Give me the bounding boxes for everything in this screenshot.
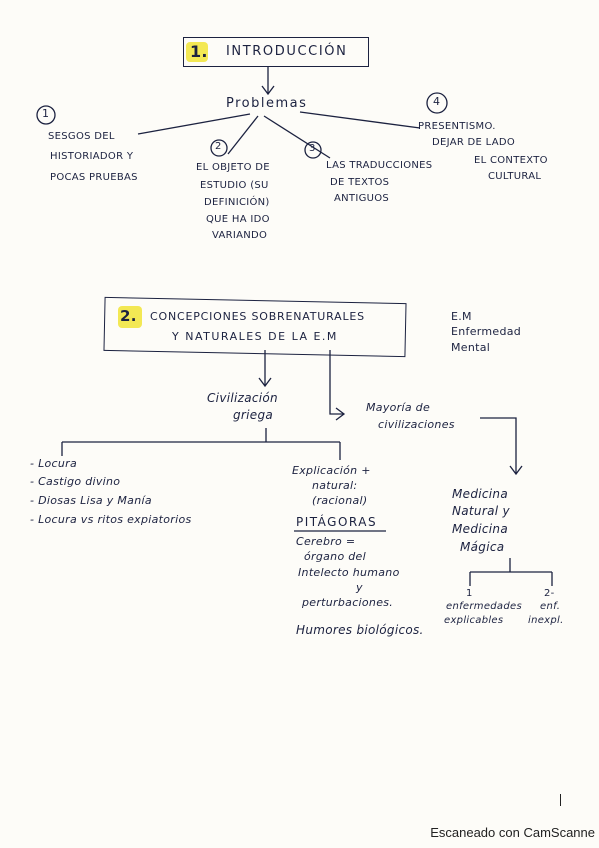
item-4-line: DEJAR DE LADO	[432, 137, 516, 148]
item-3-line: ANTIGUOS	[334, 193, 390, 204]
item-2-line: QUE HA IDO	[206, 214, 270, 225]
item-2-line: DEFINICIÓN)	[204, 197, 270, 208]
item-2-line: ESTUDIO (SU	[200, 180, 269, 191]
item-3-line: LAS TRADUCCIONES	[326, 160, 433, 171]
item-1-line: POCAS PRUEBAS	[50, 172, 138, 183]
section2-number: 2.	[120, 307, 137, 325]
problems-label: Problemas	[226, 96, 308, 111]
greek-left-item: - Diosas Lisa y Manía	[30, 494, 152, 507]
pen-mark	[560, 794, 561, 806]
item-3-number: 3	[309, 143, 316, 154]
greek-left-item: - Locura	[30, 457, 78, 470]
majority-label: Mayoría de	[366, 401, 431, 414]
majority-to-medicine	[480, 417, 517, 474]
arrowhead-medicine	[509, 465, 523, 476]
pitagoras-heading: PITÁGORAS	[296, 515, 378, 529]
highlight-2	[118, 306, 142, 328]
branch-4	[299, 111, 421, 129]
arrowhead-greek	[258, 377, 272, 388]
greek-left-item: - Locura vs ritos expiatorios	[30, 513, 192, 526]
item-4-number: 4	[433, 95, 441, 108]
section2-title-line2: Y NATURALES DE LA E.M	[172, 330, 338, 343]
item-1-number: 1	[42, 107, 50, 120]
item-2-line: EL OBJETO DE	[196, 162, 270, 173]
highlight-1	[186, 42, 208, 62]
pitagoras-line: órgano del	[304, 550, 366, 563]
pitagoras-line: perturbaciones.	[302, 596, 394, 609]
greek-left-item: - Castigo divino	[30, 475, 121, 488]
intro-number: 1.	[190, 42, 208, 61]
item-1-line: HISTORIADOR Y	[50, 151, 134, 162]
med-right-line: inexpl.	[528, 615, 564, 626]
branch-2	[227, 115, 259, 155]
pitagoras-line: Intelecto humano	[298, 566, 400, 579]
circle-2	[210, 139, 228, 157]
explanation-line: Explicación +	[292, 464, 371, 477]
humores: Humores biológicos.	[296, 623, 424, 637]
explanation-line: (racional)	[312, 494, 368, 507]
circle-3	[304, 141, 322, 159]
section2-box	[103, 296, 407, 358]
item-4-line: CULTURAL	[488, 171, 542, 182]
med-left-line: explicables	[444, 615, 504, 626]
section2-title-line1: CONCEPCIONES SOBRENATURALES	[150, 310, 365, 323]
med-right-line: enf.	[540, 601, 561, 612]
item-2-line: VARIANDO	[212, 230, 268, 241]
pitagoras-line: Cerebro =	[296, 535, 356, 548]
arrowhead-intro-problems	[261, 85, 275, 96]
arrow-to-majority	[329, 350, 344, 415]
arrowhead-majority	[335, 407, 346, 421]
pitagoras-line: y	[356, 581, 363, 594]
scanner-watermark: Escaneado con CamScanne	[430, 825, 595, 840]
branch-1	[137, 113, 251, 135]
intro-box	[183, 37, 369, 67]
em-abbr-line: Mental	[451, 341, 491, 354]
item-3-line: DE TEXTOS	[330, 177, 390, 188]
item-1-line: SESGOS DEL	[48, 131, 115, 142]
greek-label-line2: griega	[233, 408, 274, 422]
item-4-line: EL CONTEXTO	[474, 155, 548, 166]
circle-4	[426, 92, 448, 114]
medicine-line: Mágica	[460, 540, 505, 554]
majority-label-line2: civilizaciones	[378, 418, 455, 431]
medicine-line: Medicina	[452, 487, 508, 501]
item-2-number: 2	[215, 141, 222, 152]
explanation-line: natural:	[312, 479, 358, 492]
medicine-line: Medicina	[452, 522, 508, 536]
medicine-line: Natural y	[452, 504, 510, 518]
intro-title: INTRODUCCIÓN	[226, 44, 348, 59]
med-left-line: enfermedades	[446, 601, 522, 612]
circle-1	[36, 105, 56, 125]
branch-3	[263, 115, 331, 159]
item-4-line: PRESENTISMO.	[418, 121, 496, 132]
em-abbr: E.M	[451, 310, 472, 323]
em-abbr-line: Enfermedad	[451, 325, 522, 338]
med-right-num: 2-	[544, 588, 555, 599]
med-left-num: 1	[466, 588, 473, 599]
greek-label: Civilización	[207, 391, 278, 405]
